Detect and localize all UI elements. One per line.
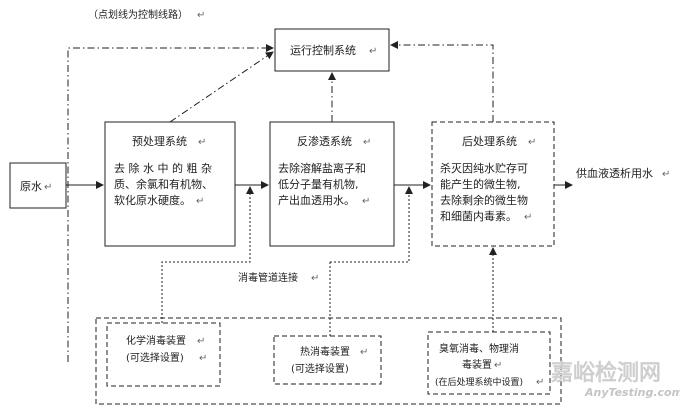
return-mark: ↵ [44, 182, 52, 193]
control-line-post [390, 41, 494, 122]
reverse-osmosis-desc-3: 产出血透用水。 [278, 193, 355, 207]
output-label: 供血液透析用水 [576, 166, 653, 180]
pretreatment-desc-1: 去 除 水 中 的 粗 杂 [114, 161, 212, 175]
control-line-pretreat [169, 51, 274, 123]
ozone-disinfection-title-2: 毒装置 [462, 358, 492, 371]
ozone-disinfection-note: (在后处理系统中设置) [435, 376, 523, 388]
reverse-osmosis-desc-2: 低分子量有机物, [278, 177, 359, 191]
pipe-chem-to-main [161, 186, 254, 323]
return-mark: ↵ [362, 196, 370, 207]
control-line-left [67, 44, 274, 362]
return-mark: ↵ [197, 336, 205, 347]
return-mark: ↵ [494, 360, 502, 371]
pretreatment-desc-2: 质、余氯和有机物、 [114, 177, 213, 191]
post-treatment-desc-4: 和细菌内毒素。 [440, 209, 517, 223]
heat-disinfection-note: (可选择设置) [291, 362, 349, 375]
return-mark: ↵ [662, 169, 670, 180]
pipe-label: 消毒管道连接 [238, 271, 298, 284]
watermark-logo: 嘉峪检测网 [551, 360, 661, 386]
return-mark: ↵ [198, 137, 206, 148]
return-mark: ↵ [528, 137, 536, 148]
return-mark: ↵ [311, 273, 319, 284]
raw-water-label: 原水 [20, 180, 42, 193]
heat-disinfection-box [273, 335, 382, 385]
chemical-disinfection-title: 化学消毒装置 [126, 334, 186, 347]
return-mark: ↵ [360, 347, 368, 358]
pipe-heat-to-main [330, 186, 413, 263]
return-mark: ↵ [369, 46, 377, 57]
reverse-osmosis-desc-1: 去除溶解盐离子和 [278, 161, 366, 175]
post-treatment-desc-1: 杀灭因纯水贮存可 [440, 161, 528, 175]
chemical-disinfection-box [106, 322, 221, 387]
heat-disinfection-title: 热消毒装置 [300, 345, 350, 358]
pretreatment-desc-3: 软化原水硬度。 [114, 193, 191, 207]
return-mark: ↵ [536, 377, 544, 388]
post-treatment-title: 后处理系统 [462, 135, 517, 148]
ozone-disinfection-title-1: 臭氧消毒、物理消 [439, 342, 519, 355]
watermark-sub: AnyTesting.com [584, 386, 680, 399]
post-treatment-desc-3: 去除剩余的微生物 [440, 193, 528, 207]
disinfection-group [95, 317, 562, 405]
return-mark: ↵ [199, 353, 207, 364]
legend-note: （点划线为控制线路） [88, 8, 188, 21]
return-mark: ↵ [196, 196, 204, 207]
control-system-label: 运行控制系统 [290, 43, 356, 57]
ozone-disinfection-box [427, 331, 551, 395]
control-system-box [274, 28, 390, 72]
return-mark: ↵ [363, 137, 371, 148]
pretreatment-title: 预处理系统 [132, 135, 187, 148]
return-mark: ↵ [197, 10, 205, 21]
post-treatment-desc-2: 能产生的微生物, [440, 177, 521, 191]
chemical-disinfection-note: (可选择设置) [126, 351, 184, 364]
reverse-osmosis-title: 反渗透系统 [297, 134, 352, 148]
return-mark: ↵ [524, 212, 532, 223]
